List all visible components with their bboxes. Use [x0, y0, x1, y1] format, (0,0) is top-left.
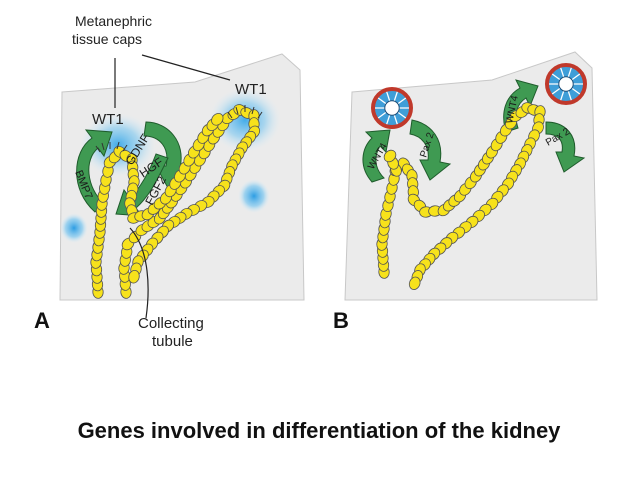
- panel-b: WNT4 Pax 2 WNT4 Pax 2 B: [333, 51, 598, 333]
- tissue-caps-label: Metanephric tissue caps: [72, 13, 156, 47]
- leader-lines: [114, 54, 231, 319]
- curved-arrow-icon: [545, 121, 586, 173]
- curved-arrow-icon: [362, 129, 391, 183]
- wt1-left-label: WT1: [92, 111, 124, 128]
- curved-arrow-icon: [76, 129, 113, 213]
- tubule-bead: [383, 149, 397, 163]
- wt1-right-label: WT1: [235, 81, 267, 98]
- panel-a-letter: A: [34, 308, 50, 333]
- renal-vesicle-icon: [371, 87, 413, 129]
- glow-spot-right: [238, 179, 270, 213]
- tubule-bead: [128, 269, 140, 284]
- glow-spot-left: [60, 213, 88, 243]
- receptor-marks-right: [227, 105, 263, 119]
- tubule-bead: [408, 276, 421, 290]
- receptor-marks-left: [95, 141, 128, 153]
- panel-b-letter: B: [333, 308, 349, 333]
- figure-caption: Genes involved in differentiation of the…: [77, 418, 561, 443]
- tubule-bead: [211, 112, 224, 126]
- panel-a: Metanephric tissue caps WT1 WT1 GDNF HGF…: [34, 13, 305, 350]
- collecting-tubule-label: Collecting tubule: [138, 315, 208, 350]
- renal-vesicle-icon: [545, 63, 587, 105]
- collecting-tubule-b: [376, 102, 546, 290]
- collecting-tubule-a: [90, 104, 261, 299]
- curved-arrow-icon: [409, 119, 452, 181]
- glow-cap-right: [209, 88, 281, 152]
